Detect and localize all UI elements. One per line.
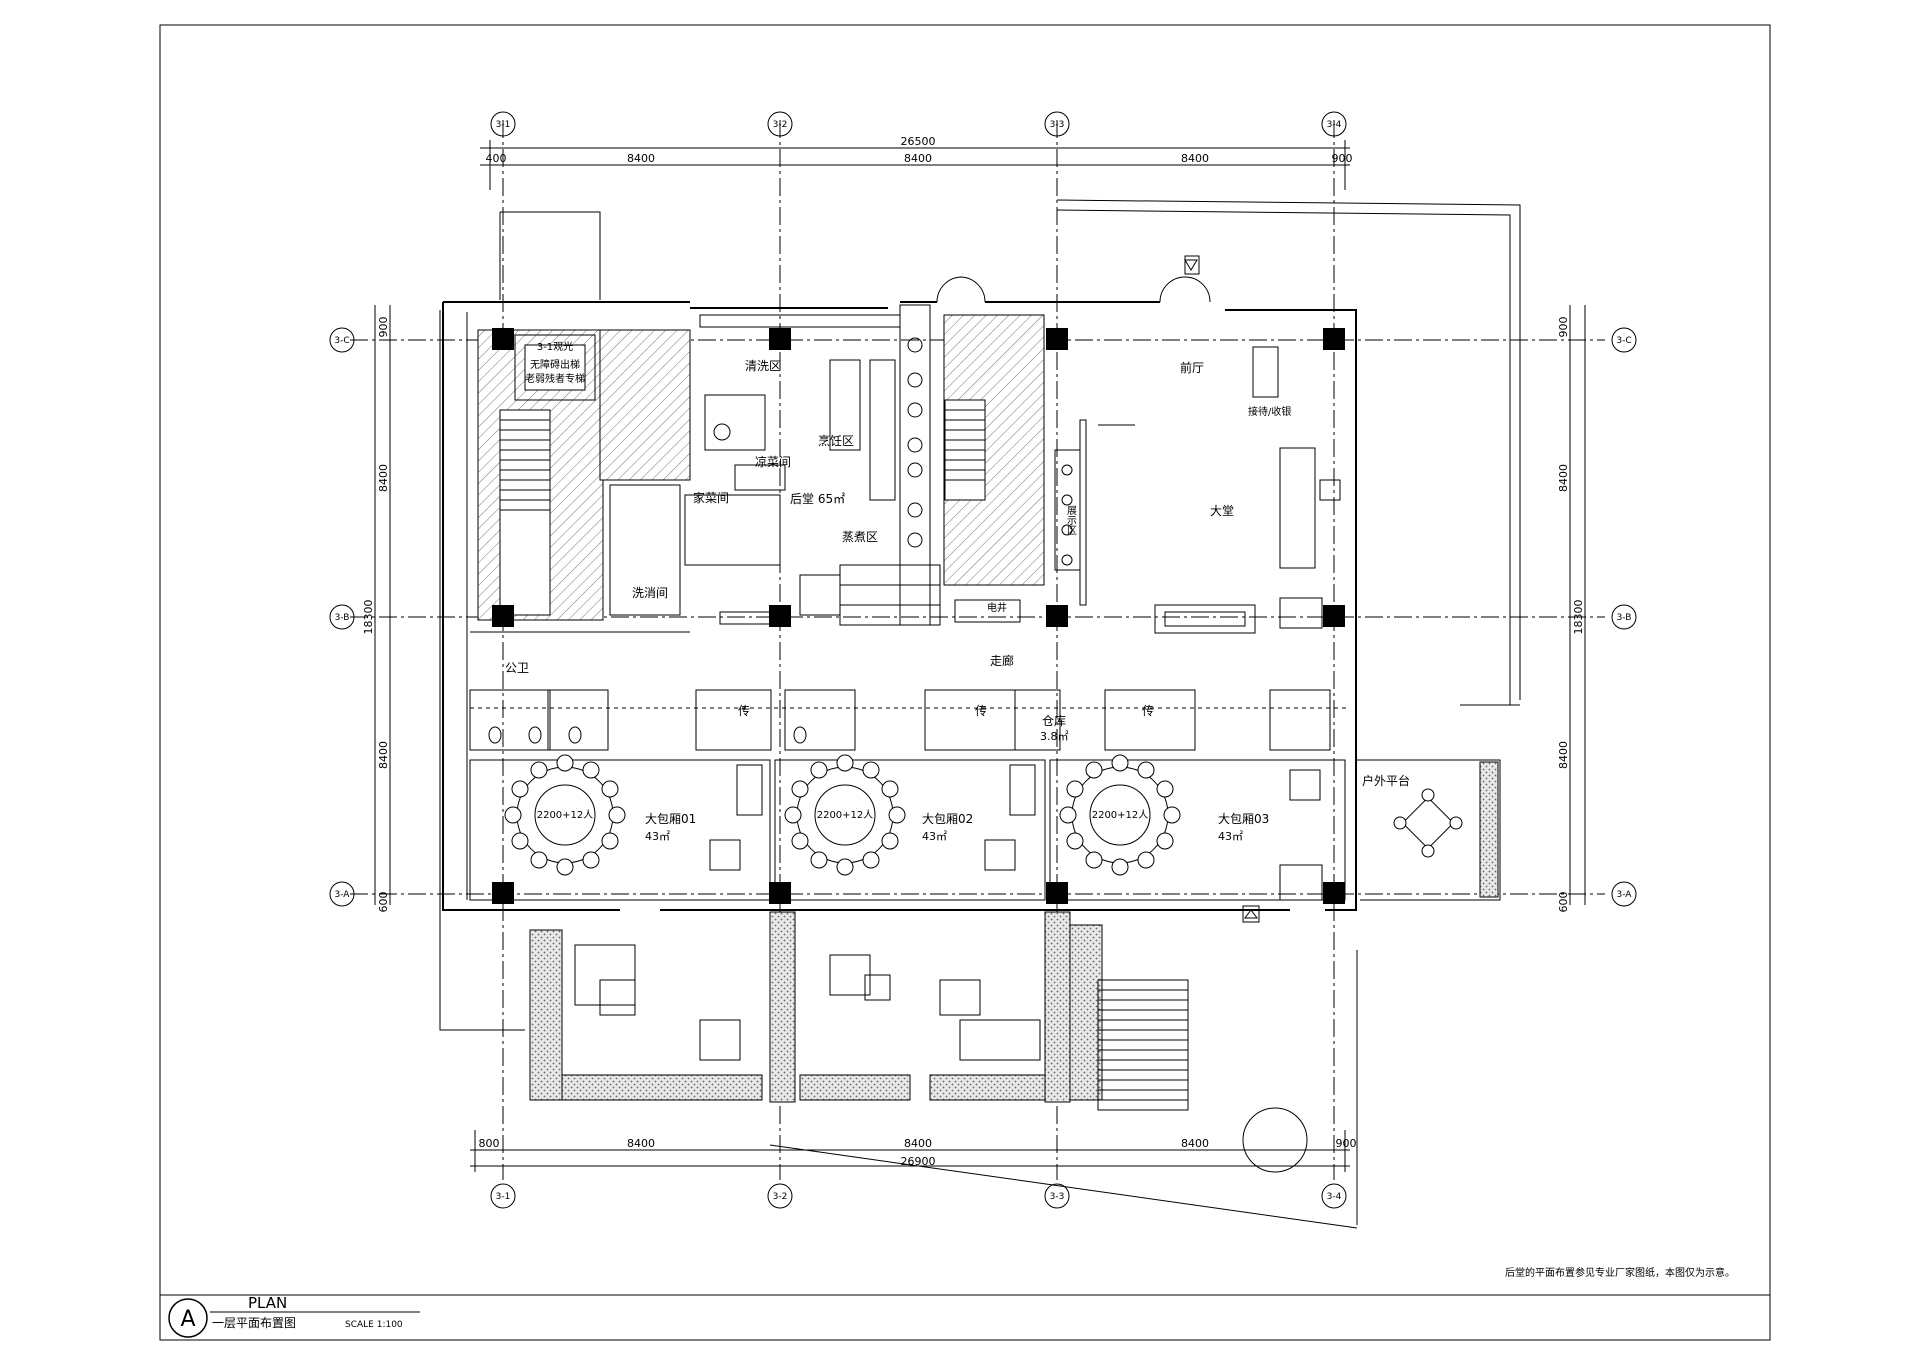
- dim-top-seg-2: 8400: [627, 152, 655, 165]
- room-outdoor: 户外平台: [1362, 773, 1410, 788]
- axis-top-4: 3-4: [1327, 120, 1342, 130]
- dim-bottom-seg-1: 800: [479, 1137, 500, 1150]
- room-front-hall: 前厅: [1180, 360, 1204, 375]
- shaft-left: [599, 329, 691, 481]
- axis-top-2: 3-2: [773, 120, 788, 130]
- room-pass-2: 传: [975, 703, 987, 718]
- axis-left-B: 3-B: [335, 613, 350, 623]
- plan-letter: A: [180, 1307, 195, 1332]
- room-storage: 仓库: [1042, 713, 1066, 728]
- plan-subtitle: 一层平面布置图: [212, 1316, 296, 1330]
- axis-bottom-1: 3-1: [496, 1192, 511, 1202]
- dim-top-seg-1: 400: [486, 152, 507, 165]
- dim-right-seg-4: 600: [1557, 892, 1570, 913]
- table-label-01: 2200+12人: [537, 809, 594, 821]
- room-lobby: 大堂: [1210, 504, 1234, 518]
- kitchen-equipment: [609, 304, 941, 626]
- axis-top-3: 3-3: [1050, 120, 1065, 130]
- room-corridor: 走廊: [990, 653, 1014, 668]
- room-pass-3: 传: [1142, 703, 1154, 718]
- axis-right-C: 3-C: [1616, 336, 1631, 346]
- sheet-note: 后堂的平面布置参见专业厂家图纸，本图仅为示意。: [1505, 1266, 1735, 1279]
- dim-top-total: 26500: [901, 135, 936, 148]
- axis-left-C: 3-C: [334, 336, 349, 346]
- axis-right-A: 3-A: [1617, 890, 1633, 900]
- axis-right-B: 3-B: [1617, 613, 1632, 623]
- dim-right-seg-1: 900: [1557, 317, 1570, 338]
- table-label-03: 2200+12人: [1092, 809, 1149, 821]
- dim-bottom-seg-2: 8400: [627, 1137, 655, 1150]
- dim-right-seg-3: 8400: [1557, 741, 1570, 769]
- stair-treads-left: [499, 409, 551, 616]
- stair-note-1: 无障碍出梯: [530, 358, 580, 371]
- room-wash: 清洗区: [745, 359, 781, 373]
- room-home-dish: 家菜间: [693, 490, 729, 505]
- room-cold-dish: 凉菜间: [755, 454, 791, 469]
- dimension-bottom: 800 8400 8400 8400 900 26900: [470, 1130, 1357, 1172]
- axis-bottom-3: 3-3: [1050, 1192, 1065, 1202]
- dim-top-seg-5: 900: [1332, 152, 1353, 165]
- dim-bottom-seg-4: 8400: [1181, 1137, 1209, 1150]
- room-display: 展示区: [1065, 505, 1077, 535]
- room-steam: 蒸煮区: [842, 530, 878, 544]
- stair-treads-mid: [944, 399, 986, 501]
- outdoor-terrace: [1356, 759, 1501, 901]
- dimension-right: 900 8400 8400 600 18300: [1557, 305, 1586, 913]
- dim-top-seg-3: 8400: [904, 152, 932, 165]
- axis-top-1: 3-1: [496, 120, 511, 130]
- room-storage-area: 3.8㎡: [1040, 730, 1069, 743]
- front-hall-furniture: [936, 255, 1341, 634]
- dim-left-seg-3: 8400: [377, 741, 390, 769]
- dim-left-seg-2: 8400: [377, 464, 390, 492]
- site-outline: [439, 199, 1521, 1229]
- axis-bubbles-left: 3-C 3-B 3-A: [329, 327, 355, 907]
- room-cooking: 烹饪区: [818, 433, 854, 448]
- room-name-03: 大包厢03: [1218, 812, 1269, 826]
- room-public-wc: 公卫: [505, 661, 529, 675]
- room-pass-1: 传: [738, 703, 750, 718]
- accessible-lift: [514, 334, 596, 401]
- room-area-03: 43㎡: [1218, 830, 1243, 843]
- private-room-02: [774, 754, 1046, 901]
- sheet-border: [159, 24, 1771, 1341]
- dim-bottom-seg-3: 8400: [904, 1137, 932, 1150]
- plan-scale: SCALE 1:100: [345, 1320, 403, 1330]
- private-room-01: [469, 754, 771, 901]
- axis-bottom-2: 3-2: [773, 1192, 788, 1202]
- room-reception: 接待/收银: [1248, 405, 1291, 418]
- room-area-01: 43㎡: [645, 830, 670, 843]
- axis-bottom-4: 3-4: [1327, 1192, 1342, 1202]
- dim-left-seg-1: 900: [377, 317, 390, 338]
- private-room-03: [1049, 754, 1346, 901]
- dim-bottom-seg-5: 900: [1336, 1137, 1357, 1150]
- axis-bubbles-top: 3-1 3-2 3-3 3-4: [490, 111, 1347, 137]
- plan-title: PLAN: [248, 1294, 287, 1312]
- room-elevator: 电井: [987, 601, 1007, 614]
- axis-bubbles-bottom: 3-1 3-2 3-3 3-4: [490, 1183, 1347, 1209]
- room-area-02: 43㎡: [922, 830, 947, 843]
- room-name-02: 大包厢02: [922, 812, 973, 826]
- axis-left-A: 3-A: [335, 890, 351, 900]
- dim-top-seg-4: 8400: [1181, 152, 1209, 165]
- building-walls: [442, 301, 1357, 911]
- dimension-top: 26500 400 8400 8400 8400 900: [480, 135, 1353, 190]
- title-block: A PLAN 一层平面布置图 SCALE 1:100: [168, 1294, 420, 1338]
- service-cabins: [469, 689, 1350, 751]
- table-label-02: 2200+12人: [817, 809, 874, 821]
- dim-left-seg-4: 600: [377, 892, 390, 913]
- dim-right-total: 18300: [1572, 600, 1585, 635]
- dim-left-total: 18300: [362, 600, 375, 635]
- dim-right-seg-2: 8400: [1557, 464, 1570, 492]
- stair-note-2: 老弱残者专梯: [525, 372, 585, 385]
- room-back-kitchen: 后堂 65㎡: [790, 492, 845, 506]
- axis-bubbles-right: 3-C 3-B 3-A: [1611, 327, 1637, 907]
- dimension-left: 900 8400 8400 600 18300: [362, 305, 391, 913]
- stair-tag: 3-1观光: [537, 340, 573, 353]
- room-disinfect: 洗消间: [632, 586, 668, 600]
- south-garden: [529, 905, 1260, 1111]
- room-name-01: 大包厢01: [645, 812, 696, 826]
- structural-columns: [492, 328, 1345, 904]
